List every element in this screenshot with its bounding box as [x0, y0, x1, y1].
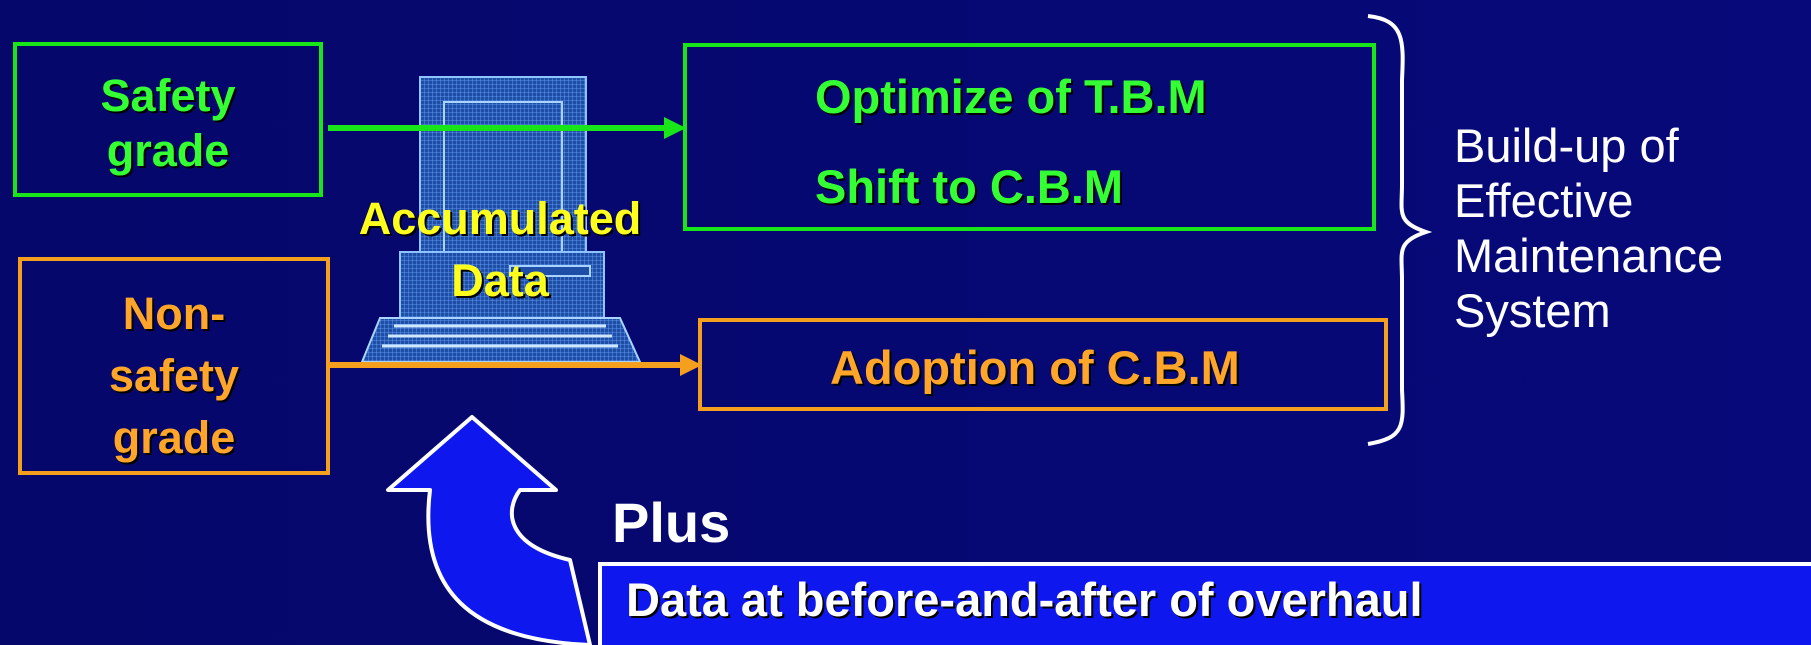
overhaul-data-label: Data at before-and-after of overhaul: [626, 573, 1423, 626]
nonsafety-grade-label-line2: safety: [108, 350, 240, 401]
nonsafety-grade-box: Non- safety grade: [18, 257, 330, 475]
shift-cbm-label: Shift to C.B.M: [815, 160, 1124, 213]
overhaul-data-box: Data at before-and-after of overhaul: [598, 562, 1811, 645]
nonsafety-grade-label-line3: grade: [112, 412, 236, 463]
safety-grade-box: Safety grade: [13, 42, 323, 197]
result-line1: Build-up of: [1454, 119, 1679, 172]
curved-up-arrow-icon: [386, 415, 592, 645]
nonsafety-to-adoption-arrow: [330, 354, 702, 376]
plus-label: Plus: [612, 491, 731, 554]
effective-maintenance-system-text: Build-up of Effective Maintenance System: [1454, 118, 1723, 338]
accumulated-data-line2: Data: [451, 255, 549, 306]
nonsafety-grade-label-line1: Non-: [122, 288, 226, 339]
adoption-cbm-label: Adoption of C.B.M: [830, 341, 1240, 394]
tbm-cbm-box: Optimize of T.B.M Shift to C.B.M: [683, 43, 1376, 231]
safety-grade-label-line1: Safety: [100, 70, 236, 121]
accumulated-data-label: Accumulated Data: [320, 188, 680, 312]
curly-brace: [1367, 14, 1433, 446]
result-line2: Effective: [1454, 174, 1634, 227]
adoption-cbm-box: Adoption of C.B.M: [698, 318, 1388, 411]
optimize-tbm-label: Optimize of T.B.M: [815, 70, 1207, 123]
safety-grade-label-line2: grade: [106, 125, 230, 176]
safety-to-optimize-arrow: [328, 117, 686, 139]
accumulated-data-line1: Accumulated: [358, 193, 642, 244]
result-line3: Maintenance: [1454, 229, 1724, 282]
result-line4: System: [1454, 284, 1611, 337]
